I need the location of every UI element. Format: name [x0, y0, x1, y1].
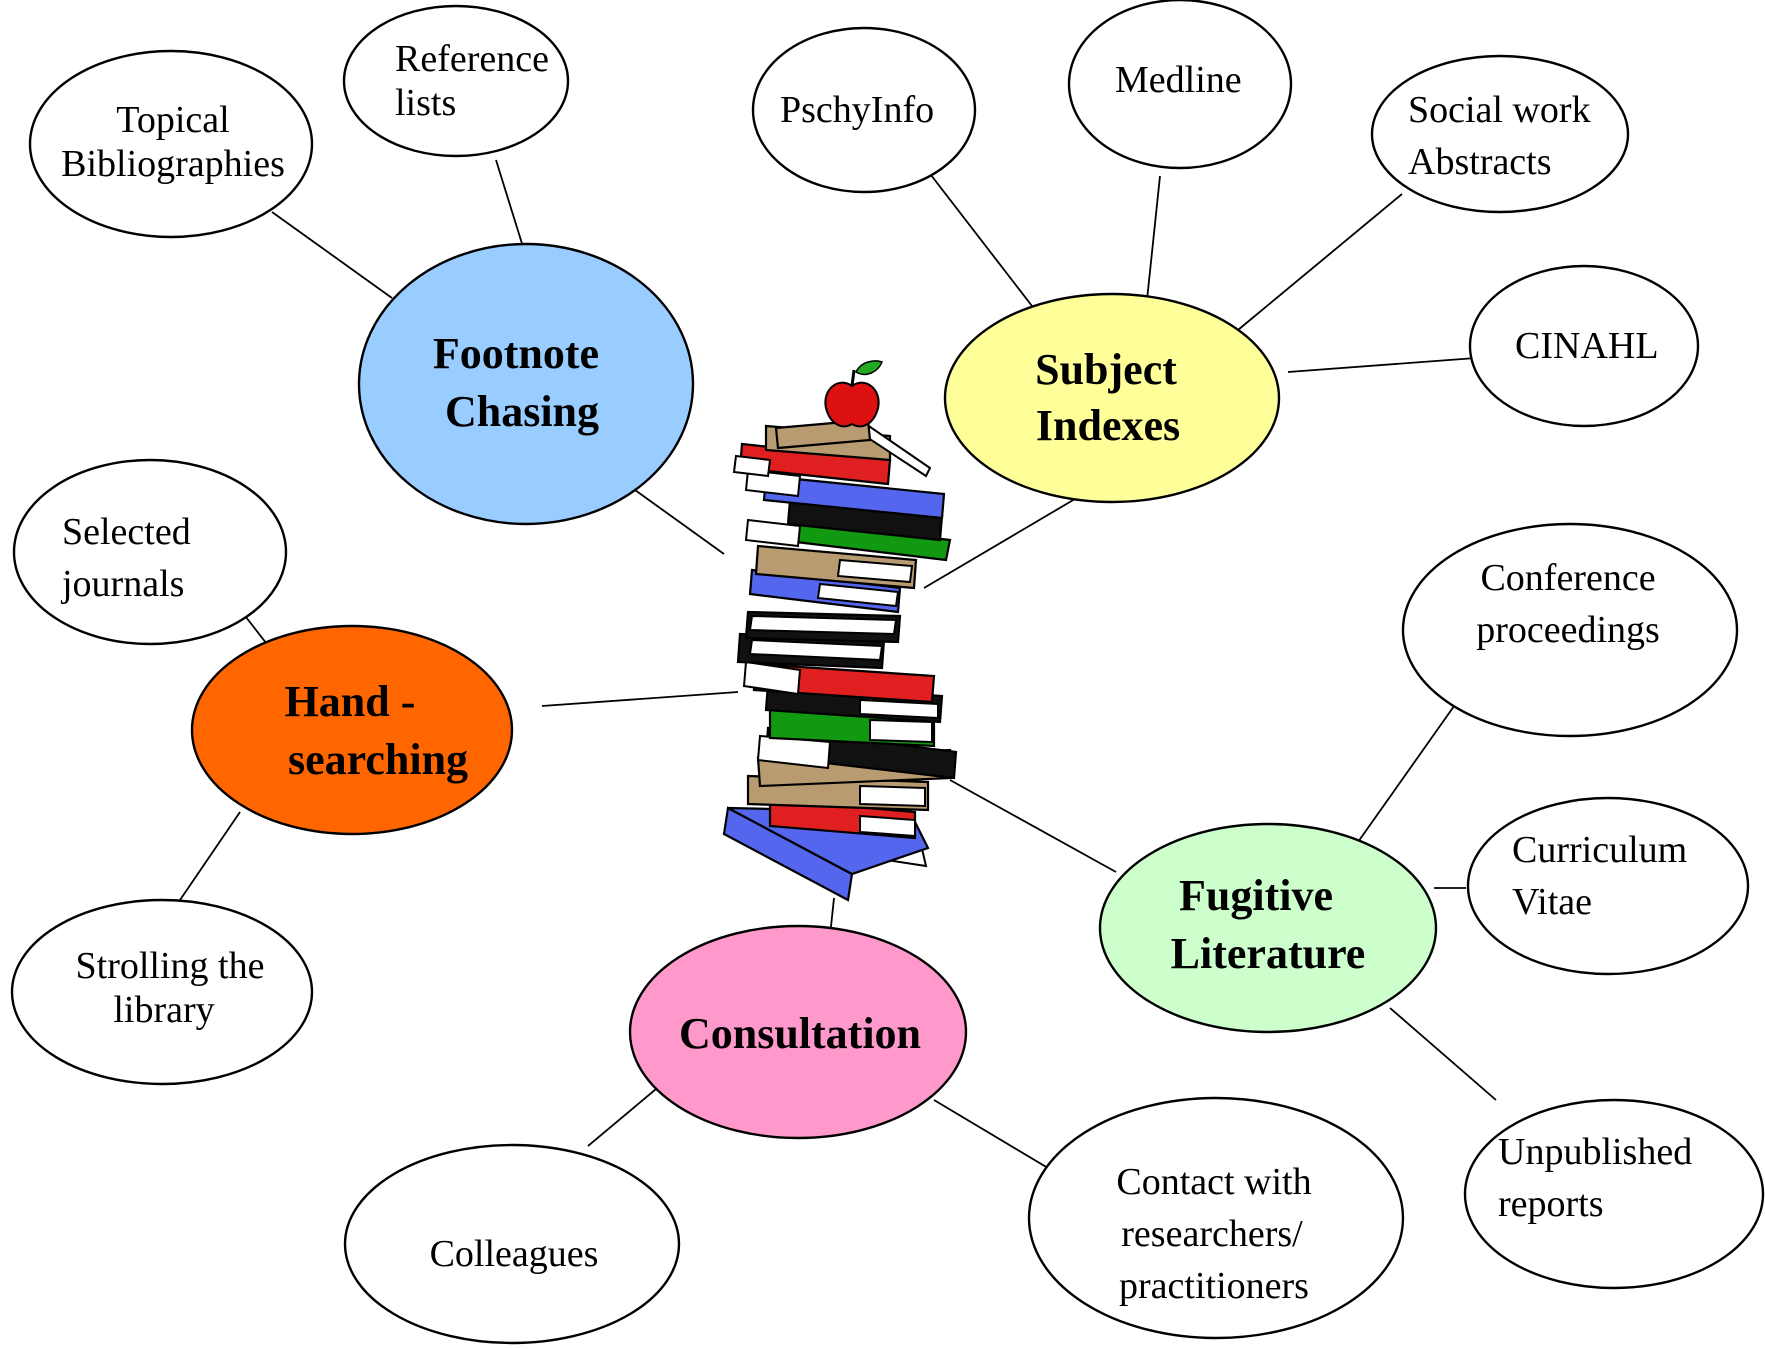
- svg-text:proceedings: proceedings: [1476, 609, 1660, 651]
- connector-hand-strolling: [179, 811, 241, 901]
- svg-text:Fugitive: Fugitive: [1179, 871, 1333, 920]
- leaf-strolling-the-library[interactable]: Strolling the library: [10, 898, 314, 1086]
- svg-text:Topical: Topical: [116, 99, 229, 141]
- svg-text:practitioners: practitioners: [1119, 1265, 1309, 1307]
- svg-text:Footnote: Footnote: [433, 329, 599, 378]
- connector-subject-books: [923, 495, 1081, 589]
- leaf-pschyinfo[interactable]: PschyInfo: [751, 26, 977, 194]
- connector-lines: [179, 159, 1497, 1175]
- svg-text:Chasing: Chasing: [445, 387, 599, 436]
- connector-fugitive-unpublished: [1389, 1007, 1497, 1101]
- connector-subject-medline: [1146, 175, 1161, 301]
- svg-text:Vitae: Vitae: [1512, 881, 1592, 923]
- connector-subject-pschyinfo: [923, 165, 1033, 307]
- leaf-colleagues[interactable]: Colleagues: [343, 1143, 681, 1345]
- connector-fugitive-books: [949, 779, 1117, 873]
- connector-footnote-reference: [495, 159, 525, 251]
- apple-icon: [824, 360, 883, 428]
- connector-consult-colleagues: [587, 1083, 663, 1147]
- svg-text:Consultation: Consultation: [679, 1009, 921, 1058]
- hub-consultation[interactable]: Consultation: [628, 924, 968, 1140]
- leaf-social-work-abstracts[interactable]: Social work Abstracts: [1370, 54, 1630, 214]
- book: [742, 660, 936, 704]
- svg-text:Contact with: Contact with: [1116, 1161, 1311, 1203]
- leaf-topical-bibliographies[interactable]: Topical Bibliographies: [28, 49, 314, 239]
- svg-text:Reference: Reference: [395, 38, 549, 80]
- svg-text:Hand -: Hand -: [285, 677, 416, 726]
- connector-fugitive-conference: [1357, 691, 1465, 843]
- leaf-unpublished-reports[interactable]: Unpublished reports: [1463, 1098, 1765, 1290]
- svg-text:Literature: Literature: [1171, 929, 1366, 978]
- svg-text:Unpublished: Unpublished: [1498, 1131, 1692, 1173]
- book: [744, 610, 902, 644]
- svg-text:CINAHL: CINAHL: [1515, 325, 1659, 367]
- svg-text:Selected: Selected: [62, 511, 191, 553]
- leaf-conference-proceedings[interactable]: Conference proceedings: [1401, 522, 1739, 738]
- hub-fugitive-literature[interactable]: Fugitive Literature: [1098, 822, 1438, 1034]
- connector-subject-cinahl: [1287, 357, 1477, 373]
- svg-text:PschyInfo: PschyInfo: [780, 89, 934, 131]
- svg-text:journals: journals: [60, 563, 184, 605]
- svg-text:lists: lists: [395, 82, 456, 124]
- svg-text:Abstracts: Abstracts: [1408, 141, 1552, 183]
- svg-text:Strolling the: Strolling the: [76, 945, 265, 987]
- book: [754, 544, 918, 590]
- leaf-selected-journals[interactable]: Selected journals: [12, 458, 288, 646]
- leaf-contact-with-researchers[interactable]: Contact with researchers/ practitioners: [1027, 1096, 1405, 1340]
- svg-text:Indexes: Indexes: [1036, 401, 1180, 450]
- svg-text:Bibliographies: Bibliographies: [61, 143, 285, 185]
- leaf-reference-lists[interactable]: Reference lists: [342, 4, 570, 158]
- svg-text:reports: reports: [1498, 1183, 1604, 1225]
- book: [748, 568, 902, 614]
- svg-text:researchers/: researchers/: [1121, 1213, 1303, 1255]
- stack-of-books-with-apple-icon: [722, 360, 958, 902]
- svg-text:Colleagues: Colleagues: [430, 1233, 599, 1275]
- connector-footnote-topical: [271, 211, 393, 299]
- leaf-medline[interactable]: Medline: [1067, 0, 1293, 170]
- connector-consult-contact: [933, 1099, 1059, 1175]
- connector-subject-social: [1237, 193, 1403, 331]
- hub-footnote-chasing[interactable]: Footnote Chasing: [357, 242, 695, 526]
- svg-text:Subject: Subject: [1035, 345, 1177, 394]
- svg-text:Medline: Medline: [1115, 59, 1242, 101]
- book: [744, 468, 946, 520]
- leaf-curriculum-vitae[interactable]: Curriculum Vitae: [1466, 796, 1750, 976]
- connector-hand-books: [541, 691, 739, 707]
- svg-text:searching: searching: [288, 735, 468, 784]
- hub-hand-searching[interactable]: Hand - searching: [190, 624, 514, 836]
- leaf-cinahl[interactable]: CINAHL: [1468, 264, 1700, 428]
- connector-footnote-books: [634, 489, 725, 555]
- hub-subject-indexes[interactable]: Subject Indexes: [943, 292, 1281, 504]
- svg-text:Curriculum: Curriculum: [1512, 829, 1687, 871]
- svg-text:Social work: Social work: [1408, 89, 1591, 131]
- svg-text:library: library: [113, 989, 214, 1031]
- svg-text:Conference: Conference: [1480, 557, 1655, 599]
